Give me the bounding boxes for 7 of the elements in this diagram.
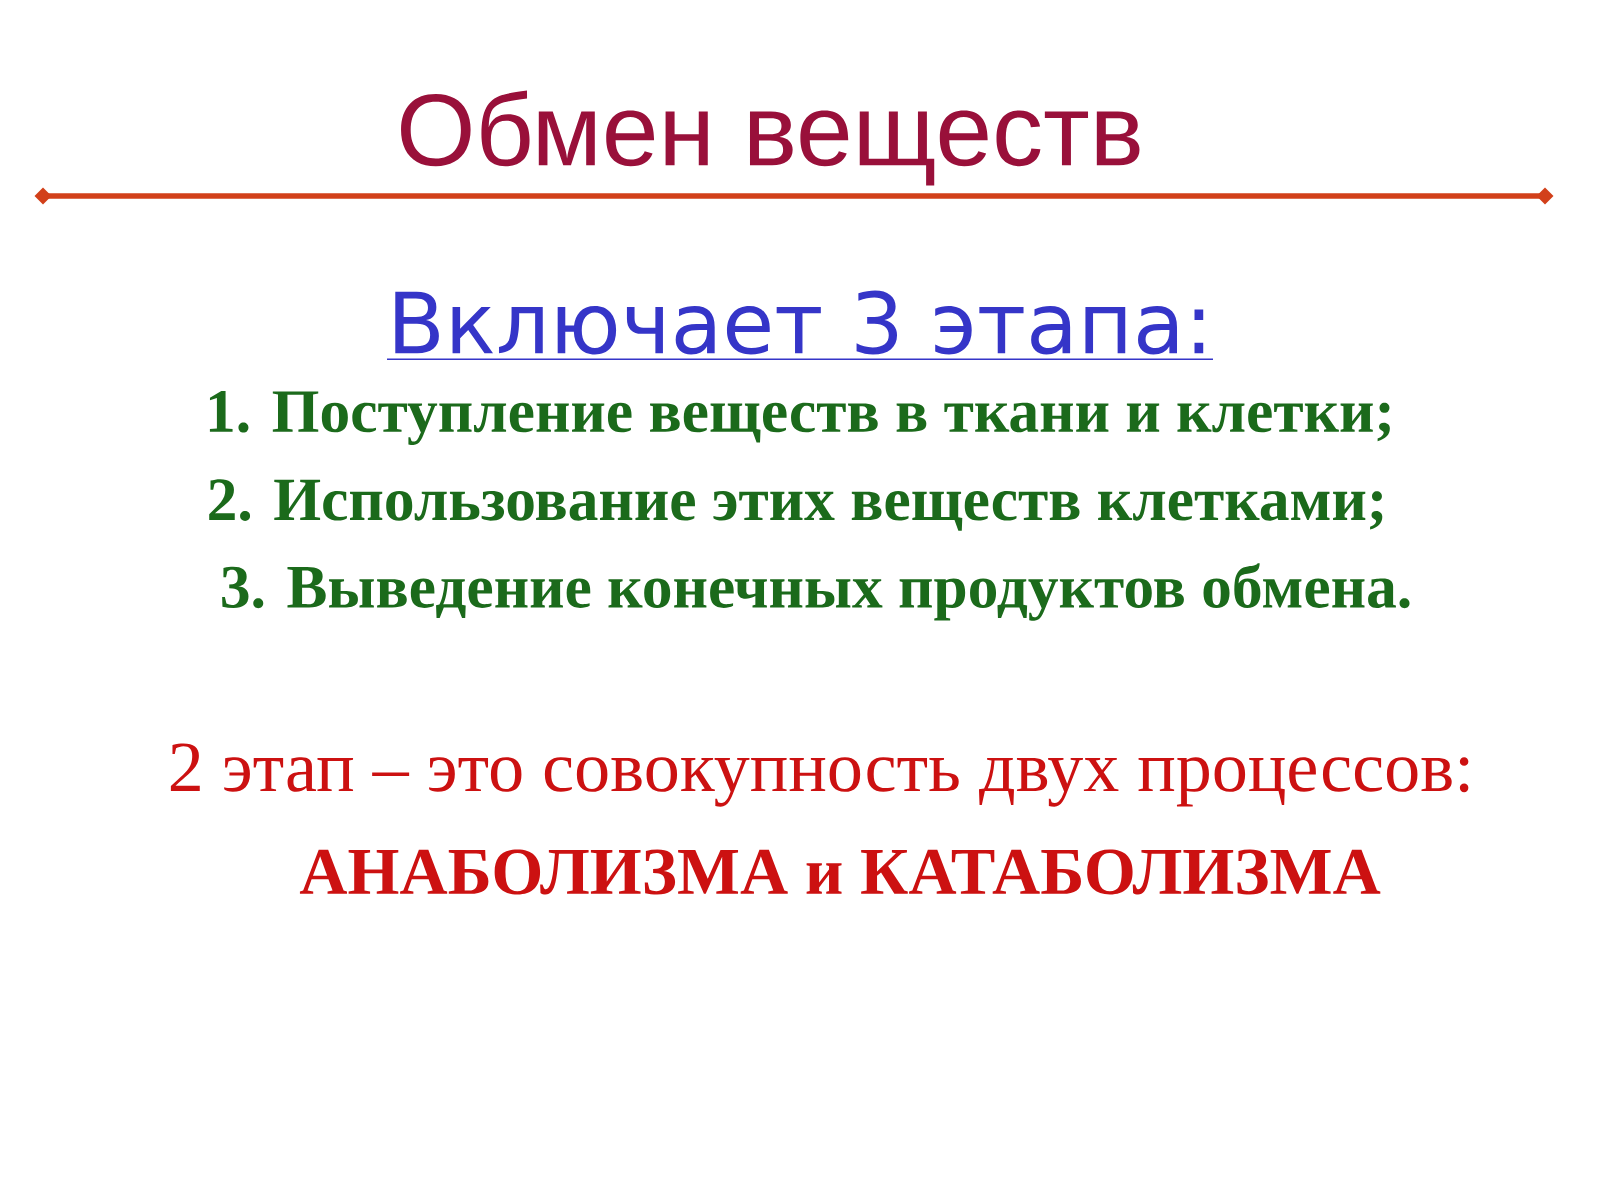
heading: Включает 3 этапа: (386, 290, 1214, 361)
text-line: АНАБОЛИЗМА и КАТАБОЛИЗМА (299, 849, 1381, 895)
list-item: 3. Выведение конечных продуктов обмена. (222, 563, 1410, 621)
list-item: 1. Поступление веществ в ткани и клетки; (209, 391, 1390, 445)
text-line: 2 этап – это совокупность двух процессов: (170, 743, 1469, 807)
list-item: 2. Использование этих веществ клетками; (209, 479, 1383, 531)
title: Обмен веществ (401, 90, 1140, 186)
